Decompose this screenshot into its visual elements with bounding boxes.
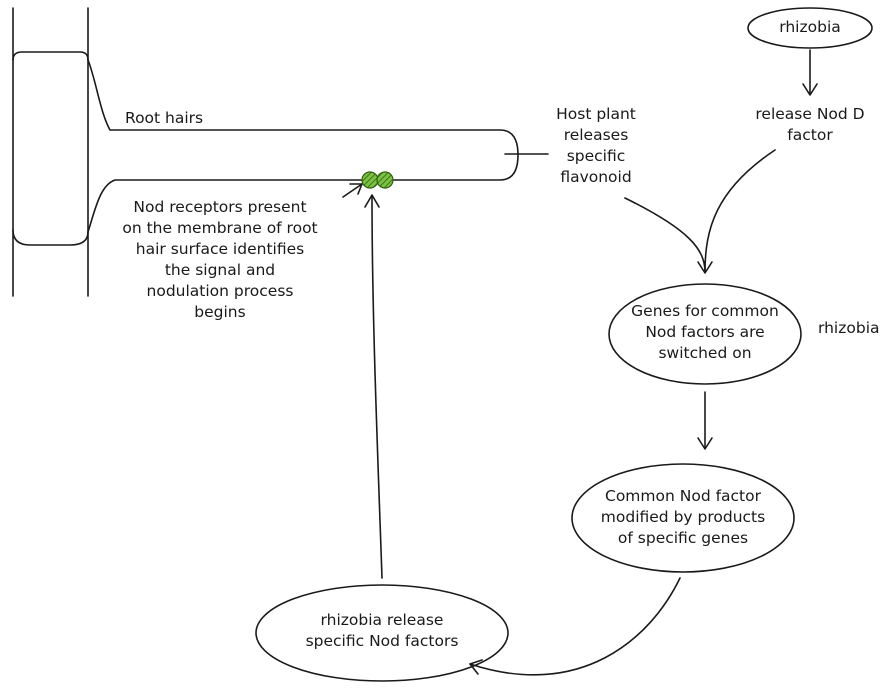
arrow-up-receptors	[371, 195, 383, 579]
curve-flavonoid	[624, 197, 706, 273]
rhizobia-side-label: rhizobia	[818, 319, 880, 337]
curve-nod-d	[704, 149, 776, 273]
genes-oval	[608, 283, 802, 385]
host-plant-label: Host plant releases specific flavonoid	[556, 105, 636, 186]
rhizobia-top-label: rhizobia	[779, 18, 841, 36]
arrow-label-receptor	[342, 183, 363, 198]
arrowhead-label-receptor	[349, 183, 363, 195]
arrowhead-rhizobia-down	[802, 83, 818, 96]
nod-receptor-icon	[361, 171, 379, 189]
nod-receptors-label: Nod receptors present on the membrane of…	[122, 198, 318, 321]
root-bulge-left	[12, 51, 89, 61]
curve-to-release	[469, 577, 681, 676]
rhizobia-release-label: rhizobia release specific Nod factors	[305, 611, 459, 650]
common-oval	[571, 463, 795, 573]
release-oval	[255, 584, 509, 682]
common-nod-label: Common Nod factor modified by products o…	[600, 487, 766, 547]
arrowhead-up-receptors	[364, 194, 380, 208]
nod-receptor-icon	[376, 171, 394, 189]
root-bulge-bottom	[12, 229, 89, 246]
arrowhead-to-release	[469, 659, 483, 675]
release-nod-d-label: release Nod D factor	[755, 105, 865, 144]
arrowhead-converge	[697, 261, 713, 274]
genes-label: Genes for common Nod factors are switche…	[631, 302, 779, 362]
root-hairs-label: Root hairs	[125, 109, 204, 127]
root-hair-outline	[87, 59, 519, 233]
rhizobia-top-oval	[747, 7, 873, 49]
arrowhead-genes-down	[697, 437, 713, 450]
